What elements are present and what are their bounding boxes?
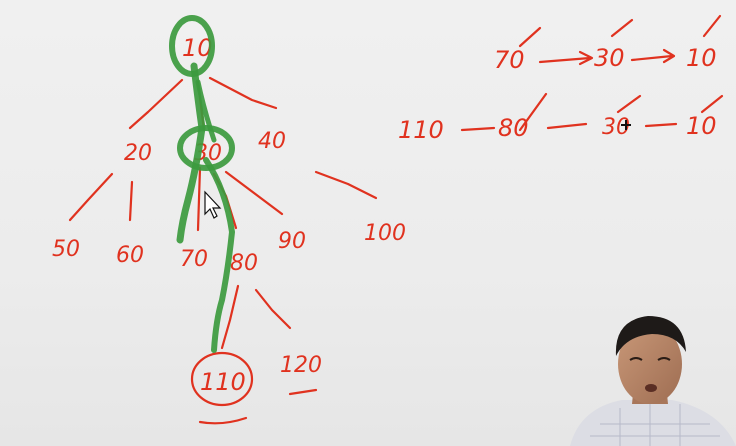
strike-30-bottom — [616, 94, 642, 114]
label-120: 120 — [280, 353, 322, 378]
presenter-webcam — [570, 316, 736, 446]
move-cursor-icon — [621, 120, 631, 130]
arrow-30-10 — [630, 54, 674, 62]
presenter-hair — [615, 316, 686, 356]
edge-20-50 — [68, 172, 114, 222]
highlight-path-inner — [195, 79, 217, 143]
arrow-cursor-icon — [204, 190, 222, 219]
strike-10-bottom — [700, 94, 724, 114]
highlight-path-down — [176, 62, 206, 244]
underline-120 — [288, 388, 318, 396]
edge-30-70 — [196, 166, 202, 232]
arrow-30-10-head — [662, 48, 676, 64]
path1-30: 30 — [594, 44, 625, 72]
edge-80-110 — [220, 284, 240, 350]
edge-30-90 — [224, 170, 284, 216]
underline-110 — [198, 416, 248, 425]
strike-30-top — [610, 18, 634, 38]
dash-110-80 — [460, 126, 496, 132]
edge-80-120 — [254, 288, 292, 330]
tree-edges — [68, 14, 724, 425]
path-connectors — [460, 48, 678, 132]
label-90: 90 — [278, 229, 306, 254]
arrow-70-30 — [538, 56, 592, 64]
arrow-70-30-head — [578, 50, 594, 66]
edge-10-20 — [128, 78, 184, 130]
label-80: 80 — [230, 251, 258, 276]
edge-20-60 — [128, 180, 134, 222]
dash-30-10 — [644, 122, 678, 128]
green-highlight — [169, 15, 235, 353]
strike-70-top — [518, 26, 542, 48]
edge-40-100 — [314, 170, 378, 200]
presenter-shirt — [570, 400, 736, 446]
node-circle-110 — [190, 351, 254, 407]
dash-80-30 — [546, 122, 588, 130]
strike-80 — [518, 92, 548, 132]
label-60: 60 — [116, 243, 144, 268]
edge-10-40 — [208, 76, 278, 110]
label-20: 20 — [124, 141, 152, 166]
presenter-face — [618, 324, 682, 404]
path1-10: 10 — [686, 44, 717, 72]
path2-110: 110 — [398, 116, 444, 144]
strike-10-top — [702, 14, 722, 38]
path1-70: 70 — [494, 46, 525, 74]
label-70: 70 — [180, 247, 208, 272]
highlight-path-80 — [203, 157, 235, 353]
label-50: 50 — [52, 237, 80, 262]
tree-labels: 10 20 30 40 50 60 70 80 90 100 110 120 — [52, 34, 406, 396]
path2-10: 10 — [686, 112, 717, 140]
path-labels: 70 30 10 110 80 30 10 — [398, 44, 717, 144]
label-40: 40 — [258, 129, 286, 154]
label-110: 110 — [200, 368, 246, 396]
highlight-circle-30 — [177, 125, 235, 171]
path2-80: 80 — [498, 114, 529, 142]
label-100: 100 — [364, 221, 406, 246]
